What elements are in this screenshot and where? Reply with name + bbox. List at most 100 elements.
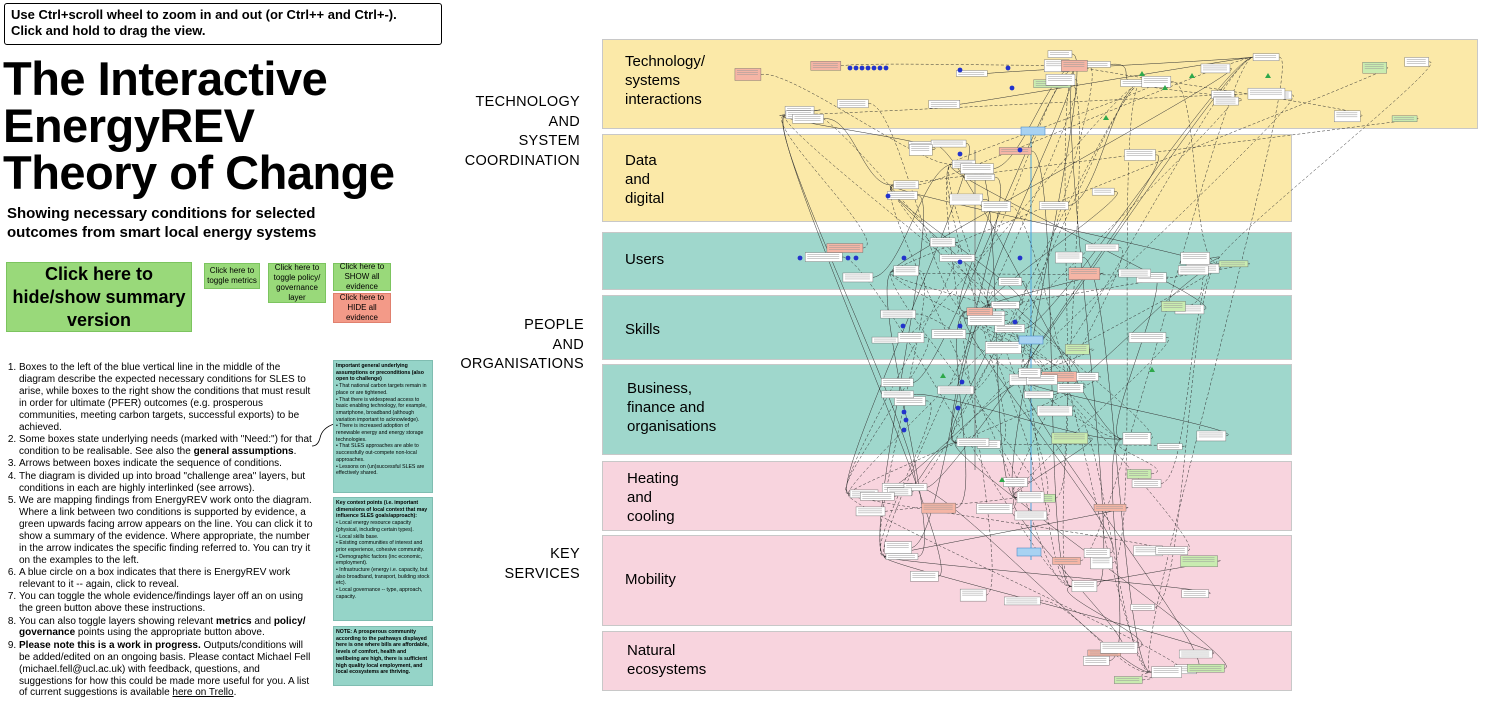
condition-box[interactable]: [1391, 115, 1418, 122]
condition-box[interactable]: [1093, 503, 1127, 512]
show-evidence-button[interactable]: Click here to SHOW all evidence: [333, 262, 391, 291]
evidence-dot-icon[interactable]: [957, 67, 963, 73]
condition-box[interactable]: [885, 553, 919, 560]
condition-box[interactable]: [960, 163, 994, 174]
evidence-dot-icon[interactable]: [853, 255, 859, 261]
condition-box[interactable]: [1404, 57, 1429, 67]
condition-box[interactable]: [1247, 87, 1286, 100]
evidence-dot-icon[interactable]: [1012, 319, 1018, 325]
condition-box[interactable]: [903, 483, 928, 491]
condition-box[interactable]: [1055, 251, 1083, 264]
evidence-arrow-icon[interactable]: [1149, 367, 1155, 372]
condition-box[interactable]: [990, 301, 1020, 309]
condition-box[interactable]: [1161, 301, 1186, 312]
toggle-metrics-button[interactable]: Click here to toggle metrics: [204, 263, 260, 289]
condition-box[interactable]: [1114, 676, 1143, 684]
evidence-dot-icon[interactable]: [957, 323, 963, 329]
condition-box[interactable]: [1083, 656, 1110, 666]
condition-box[interactable]: [939, 254, 975, 262]
condition-box[interactable]: [792, 114, 824, 124]
condition-box[interactable]: [1100, 641, 1138, 654]
condition-box[interactable]: [1051, 432, 1089, 445]
outcome-hub-box[interactable]: [1020, 126, 1046, 136]
evidence-dot-icon[interactable]: [883, 65, 889, 71]
condition-box[interactable]: [967, 315, 1005, 326]
condition-box[interactable]: [810, 61, 842, 71]
condition-box[interactable]: [1362, 62, 1387, 74]
condition-box[interactable]: [1014, 510, 1048, 521]
condition-box[interactable]: [1026, 374, 1058, 385]
condition-box[interactable]: [998, 147, 1032, 155]
condition-box[interactable]: [931, 329, 967, 339]
condition-box[interactable]: [1052, 557, 1081, 565]
evidence-dot-icon[interactable]: [845, 255, 851, 261]
condition-box[interactable]: [910, 571, 939, 582]
condition-box[interactable]: [956, 70, 988, 77]
evidence-dot-icon[interactable]: [1005, 65, 1011, 71]
condition-box[interactable]: [1047, 50, 1073, 58]
condition-box[interactable]: [921, 502, 956, 514]
condition-box[interactable]: [1180, 555, 1218, 567]
evidence-dot-icon[interactable]: [1009, 85, 1015, 91]
condition-box[interactable]: [855, 506, 886, 517]
evidence-dot-icon[interactable]: [877, 65, 883, 71]
condition-box[interactable]: [1018, 368, 1041, 378]
condition-box[interactable]: [805, 252, 843, 262]
condition-box[interactable]: [929, 237, 956, 248]
evidence-dot-icon[interactable]: [871, 65, 877, 71]
condition-box[interactable]: [1141, 76, 1172, 88]
condition-box[interactable]: [909, 144, 933, 156]
condition-box[interactable]: [976, 503, 1013, 514]
condition-box[interactable]: [871, 336, 900, 344]
evidence-arrow-icon[interactable]: [1139, 71, 1145, 76]
condition-box[interactable]: [930, 139, 967, 148]
condition-box[interactable]: [1003, 477, 1028, 487]
evidence-dot-icon[interactable]: [901, 255, 907, 261]
condition-box[interactable]: [893, 265, 919, 277]
evidence-arrow-icon[interactable]: [940, 373, 946, 378]
condition-box[interactable]: [1128, 332, 1167, 343]
condition-box[interactable]: [1218, 260, 1249, 268]
evidence-dot-icon[interactable]: [1017, 255, 1023, 261]
condition-box[interactable]: [1200, 63, 1231, 74]
condition-box[interactable]: [1124, 149, 1156, 161]
evidence-dot-icon[interactable]: [959, 379, 965, 385]
toggle-policy-button[interactable]: Click here to toggle policy/ governance …: [268, 263, 326, 303]
condition-box[interactable]: [1065, 344, 1090, 355]
evidence-dot-icon[interactable]: [903, 417, 909, 423]
condition-box[interactable]: [1252, 53, 1280, 61]
condition-box[interactable]: [842, 272, 874, 283]
evidence-arrow-icon[interactable]: [1265, 73, 1271, 78]
condition-box[interactable]: [1016, 491, 1045, 504]
evidence-dot-icon[interactable]: [900, 323, 906, 329]
evidence-arrow-icon[interactable]: [1103, 115, 1109, 120]
condition-box[interactable]: [1071, 580, 1098, 592]
condition-box[interactable]: [1057, 383, 1084, 393]
evidence-dot-icon[interactable]: [901, 427, 907, 433]
condition-box[interactable]: [1156, 443, 1183, 450]
evidence-dot-icon[interactable]: [853, 65, 859, 71]
condition-box[interactable]: [1091, 187, 1115, 196]
evidence-dot-icon[interactable]: [957, 259, 963, 265]
condition-box[interactable]: [897, 332, 925, 343]
condition-box[interactable]: [1126, 469, 1152, 479]
condition-box[interactable]: [1036, 405, 1073, 417]
evidence-arrow-icon[interactable]: [1162, 85, 1168, 90]
evidence-dot-icon[interactable]: [859, 65, 865, 71]
condition-box[interactable]: [1178, 265, 1209, 276]
evidence-arrow-icon[interactable]: [1189, 73, 1195, 78]
toggle-summary-button[interactable]: Click here to hide/show summary version: [6, 262, 192, 332]
evidence-arrow-icon[interactable]: [999, 477, 1005, 482]
condition-box[interactable]: [964, 173, 995, 181]
condition-box[interactable]: [1151, 666, 1182, 678]
outcome-hub-box[interactable]: [1018, 335, 1044, 345]
hide-evidence-button[interactable]: Click here to HIDE all evidence: [333, 293, 391, 323]
evidence-dot-icon[interactable]: [901, 409, 907, 415]
condition-box[interactable]: [1024, 390, 1054, 399]
evidence-dot-icon[interactable]: [865, 65, 871, 71]
condition-box[interactable]: [1085, 243, 1120, 252]
condition-box[interactable]: [1045, 74, 1076, 86]
condition-box[interactable]: [1130, 604, 1156, 611]
condition-box[interactable]: [1334, 110, 1361, 123]
condition-box[interactable]: [1083, 548, 1111, 558]
